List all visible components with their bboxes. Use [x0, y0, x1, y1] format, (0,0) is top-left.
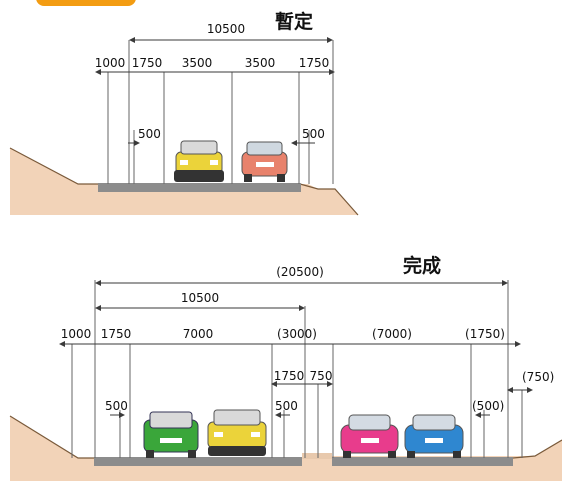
- provisional-seg-3500-right: 3500: [245, 56, 276, 70]
- completed-extension-lines: [71, 280, 523, 458]
- completed-seg-7000: 7000: [183, 327, 214, 341]
- provisional-vehicle-yellow-suv: [174, 140, 224, 182]
- provisional-seg-1750-left: 1750: [132, 56, 163, 70]
- completed-overall-label: (20500): [276, 265, 324, 279]
- completed-section: (20500) 10500 1000 1750 7000 (3000) (700…: [9, 265, 562, 481]
- completed-seg-3000: (3000): [277, 327, 317, 341]
- completed-seg-1750: 1750: [101, 327, 132, 341]
- completed-median-1750: 1750: [274, 369, 305, 383]
- completed-ground: [10, 416, 562, 481]
- completed-vehicle-blue-hatch: [404, 414, 464, 458]
- provisional-offset-left: 500: [138, 127, 161, 141]
- provisional-seg-3500-left: 3500: [182, 56, 213, 70]
- completed-offset-median: 500: [275, 399, 298, 413]
- completed-seg-1750-future: (1750): [465, 327, 505, 341]
- section-tab: [36, 0, 136, 6]
- completed-vehicle-yellow-suv: [207, 409, 267, 456]
- completed-offset-left: 500: [105, 399, 128, 413]
- provisional-total-label: 10500: [207, 22, 245, 36]
- completed-road-right: [332, 457, 513, 466]
- completed-vehicle-green-van: [143, 411, 199, 458]
- completed-offset-shoulder: (750): [522, 370, 554, 384]
- completed-road-left: [94, 457, 302, 466]
- provisional-ground: [10, 148, 358, 215]
- provisional-seg-1750-right: 1750: [299, 56, 330, 70]
- completed-seg-1000: 1000: [61, 327, 92, 341]
- completed-median-750: 750: [310, 369, 333, 383]
- completed-seg-7000-future: (7000): [372, 327, 412, 341]
- completed-current-label: 10500: [181, 291, 219, 305]
- provisional-seg-1000: 1000: [95, 56, 126, 70]
- completed-title: 完成: [403, 255, 442, 277]
- completed-vehicle-pink-hatch: [340, 414, 399, 458]
- provisional-extension-lines: [107, 40, 334, 184]
- completed-offset-future: (500): [472, 399, 504, 413]
- provisional-vehicle-salmon-sedan: [241, 141, 288, 182]
- provisional-title: 暫定: [275, 11, 314, 33]
- provisional-section: 10500 1000 1750 3500 3500 1750 500 500: [9, 22, 359, 216]
- provisional-road: [98, 183, 301, 192]
- provisional-offset-right: 500: [302, 127, 325, 141]
